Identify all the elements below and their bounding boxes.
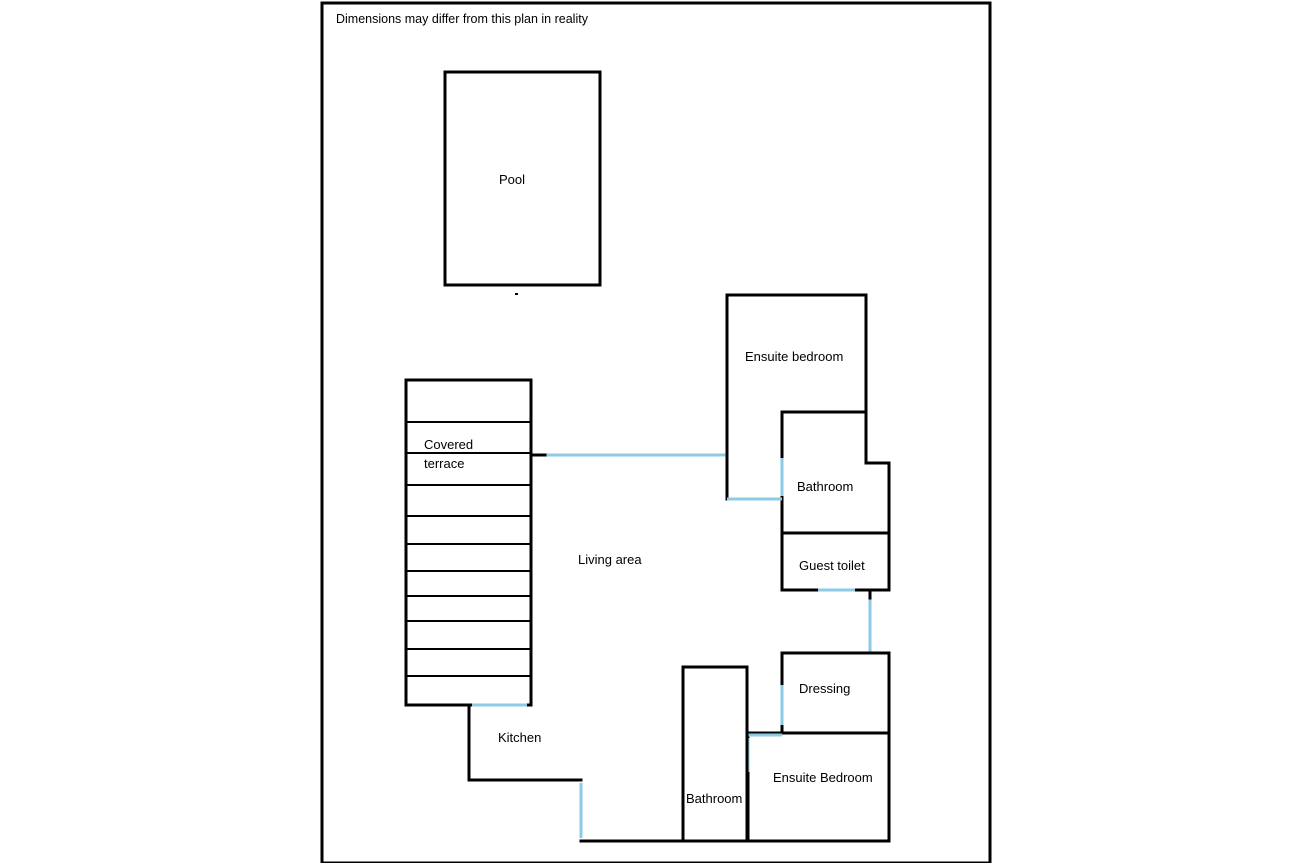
terrace-stripes — [406, 421, 531, 677]
bathroom-right-label: Bathroom — [797, 479, 853, 494]
disclaimer-note: Dimensions may differ from this plan in … — [336, 12, 589, 26]
ensuite-bedroom-top-walls — [725, 293, 868, 535]
pool-label: Pool — [499, 172, 525, 187]
dressing-label: Dressing — [799, 681, 850, 696]
bathroom-bottom-outline — [681, 665, 749, 843]
bathroom-right-walls — [780, 410, 891, 535]
ensuite-bedroom-bottom-walls — [746, 731, 891, 843]
ensuite-bedroom-top-label: Ensuite bedroom — [745, 349, 843, 364]
living-area-label: Living area — [578, 552, 642, 567]
pool-outline — [443, 70, 602, 287]
ensuite-bedroom-bottom-label: Ensuite Bedroom — [773, 770, 873, 785]
bathroom-bottom-label: Bathroom — [686, 791, 742, 806]
kitchen-label: Kitchen — [498, 730, 541, 745]
plan-frame — [320, 1, 992, 863]
covered-terrace-label-line2: terrace — [424, 456, 464, 471]
covered-terrace-outline — [404, 378, 533, 707]
kitchen-walls — [467, 703, 583, 782]
covered-terrace-label-line1: Covered — [424, 437, 473, 452]
guest-toilet-label: Guest toilet — [799, 558, 865, 573]
